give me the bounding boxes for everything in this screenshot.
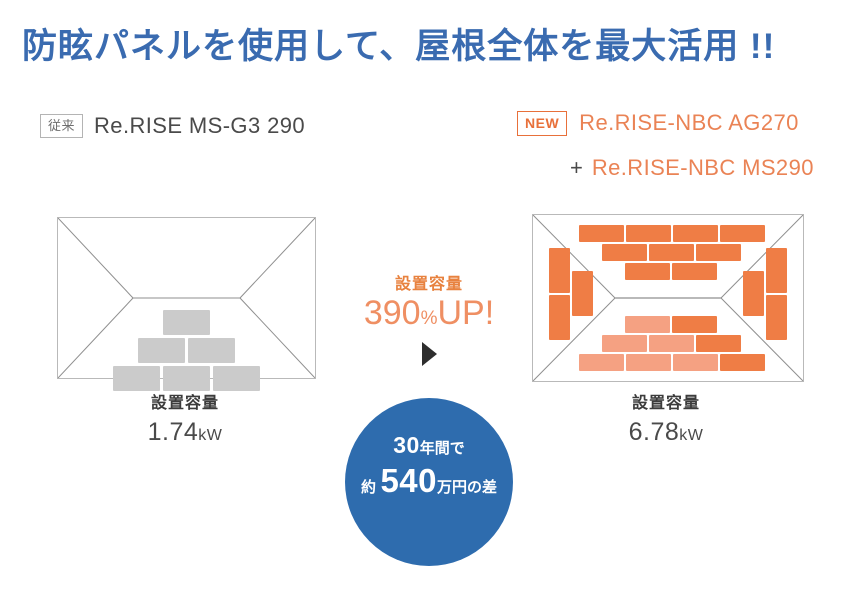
increase-percent: 390%UP! (339, 294, 519, 333)
savings-years-number: 30 (393, 432, 420, 458)
arrow-down-triangle-icon (422, 342, 437, 366)
solar-panel-orange (579, 225, 624, 242)
capacity-number-right: 6.78 (628, 418, 680, 446)
roof-diagram-new (532, 214, 804, 382)
solar-panel-orange (720, 354, 765, 371)
solar-panel-orange (572, 271, 593, 316)
status-badge-conventional: 従来 (40, 114, 84, 138)
solar-panel-orange (720, 225, 765, 242)
solar-panel-orange (602, 244, 647, 261)
solar-panel-orange (549, 295, 570, 340)
solar-panel-salmon (602, 335, 647, 352)
solar-panel-gray (188, 338, 235, 363)
capacity-caption-left: 設置容量 1.74kW (65, 389, 305, 447)
solar-panel-orange (696, 335, 741, 352)
solar-panel-gray (163, 310, 210, 335)
solar-panel-salmon (626, 354, 671, 371)
solar-panel-salmon (625, 316, 670, 333)
solar-panel-orange (549, 248, 570, 293)
right-product-name: Re.RISE-NBC AG270 (579, 110, 799, 135)
savings-circle (345, 398, 513, 566)
solar-panel-orange (743, 271, 764, 316)
left-product-label: 従来 Re.RISE MS-G3 290 (40, 113, 305, 139)
solar-panel-salmon (673, 354, 718, 371)
savings-approx-prefix: 約 (360, 479, 376, 496)
right-product-label: NEW Re.RISE-NBC AG270 (517, 110, 799, 136)
savings-amount-number: 540 (380, 462, 437, 499)
solar-panel-gray (163, 366, 210, 391)
capacity-caption-right: 設置容量 6.78kW (546, 389, 786, 447)
hip-roof-lines-right (533, 215, 803, 381)
increase-percent-suffix: UP! (437, 294, 495, 332)
savings-line-2: 約 540万円の差 (345, 462, 513, 500)
hip-roof-lines-left (58, 218, 315, 378)
capacity-value-right: 6.78kW (546, 418, 786, 447)
solar-panel-orange (672, 263, 717, 280)
savings-years-suffix: 年間で (419, 440, 465, 457)
solar-panel-salmon (649, 335, 694, 352)
increase-percent-number: 390 (363, 294, 421, 332)
solar-panel-orange (766, 295, 787, 340)
solar-panel-orange (625, 263, 670, 280)
solar-panel-salmon (579, 354, 624, 371)
solar-panel-gray (213, 366, 260, 391)
capacity-unit-right: kW (679, 427, 704, 444)
solar-panel-orange (673, 225, 718, 242)
solar-panel-gray (138, 338, 185, 363)
solar-panel-orange (649, 244, 694, 261)
increase-label: 設置容量 (394, 276, 463, 293)
solar-panel-orange (696, 244, 741, 261)
capacity-unit-left: kW (198, 427, 223, 444)
capacity-value-left: 1.74kW (65, 418, 305, 447)
right-product-name-2: Re.RISE-NBC MS290 (591, 155, 814, 180)
solar-panel-orange (672, 316, 717, 333)
capacity-number-left: 1.74 (147, 418, 199, 446)
capacity-label-right: 設置容量 (631, 395, 700, 412)
status-badge-new: NEW (517, 110, 568, 136)
roof-diagram-conventional (57, 217, 316, 391)
left-product-name: Re.RISE MS-G3 290 (94, 113, 306, 138)
solar-panel-orange (766, 248, 787, 293)
page-title: 防眩パネルを使用して、屋根全体を最大活用 !! (22, 27, 776, 66)
increase-percent-unit: % (420, 308, 438, 329)
savings-amount-suffix: 万円の差 (437, 479, 498, 496)
solar-panel-orange (626, 225, 671, 242)
solar-panel-gray (113, 366, 160, 391)
capacity-label-left: 設置容量 (150, 395, 219, 412)
plus-sign: + (570, 155, 583, 180)
savings-line-1: 30年間で (345, 432, 513, 459)
right-product-label-second: + Re.RISE-NBC MS290 (570, 155, 814, 181)
